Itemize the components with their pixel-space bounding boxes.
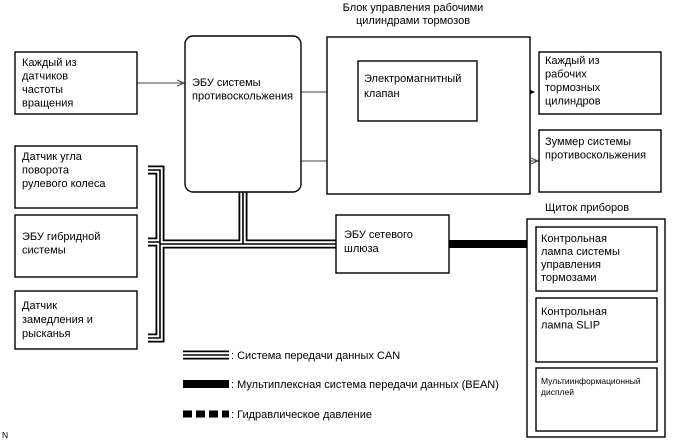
brake-warning-label-line: управления	[541, 259, 601, 271]
yaw-sensor-box	[14, 290, 138, 350]
brake-cylinders-label-line: рабочих	[545, 69, 587, 81]
speed-sensors-label-line: частоты	[22, 84, 63, 96]
gateway-ecu-box	[335, 214, 450, 274]
multi-display-label-line: Мультиинформационный	[541, 376, 641, 386]
buzzer-box	[538, 129, 662, 193]
legend-hydraulic-label: : Гидравлическое давление	[231, 409, 372, 421]
slip-lamp-label-line: Контрольная	[541, 306, 607, 318]
meter-title: Щиток приборов	[545, 202, 629, 214]
hybrid-ecu-label: ЭБУ гибридной системы	[22, 231, 100, 257]
speed-sensors-label-line: датчиков	[22, 71, 68, 83]
multi-display-box	[535, 367, 658, 432]
brake-warning-box	[535, 226, 658, 292]
speed-sensors-label-line: Каждый из	[22, 57, 77, 69]
steering-sensor-label-line: поворота	[22, 165, 70, 177]
yaw-sensor-label: Датчик замедления и рысканья	[22, 300, 93, 340]
brake-cylinders-label-line: Каждый из	[545, 55, 600, 67]
legend-bean-label: : Мультиплексная система передачи данных…	[231, 379, 499, 391]
brake-warning-label-line: Контрольная	[541, 233, 607, 245]
buzzer-label-line: противоскольжения	[545, 150, 646, 162]
abs-ecu-label-line: ЭБУ системы	[192, 77, 261, 89]
abs-ecu-label: ЭБУ системы противоскольжения	[192, 77, 293, 103]
gateway-ecu-label-line: ЭБУ сетевого	[344, 229, 413, 241]
yaw-sensor-label-line: рысканья	[22, 328, 71, 340]
gateway-ecu-label-line: шлюза	[344, 243, 380, 255]
actuator-title-line: Блок управления рабочими	[343, 2, 484, 14]
hybrid-ecu-box	[14, 214, 138, 278]
speed-sensors-label-line: вращения	[22, 98, 73, 110]
actuator-title-line: цилиндрами тормозов	[356, 15, 470, 27]
slip-lamp-box	[535, 297, 658, 363]
legend: : Система передачи данных CAN : Мультипл…	[183, 350, 499, 421]
hybrid-ecu-label-line: ЭБУ гибридной	[22, 231, 100, 243]
solenoid-valve-label-line: клапан	[364, 88, 400, 100]
brake-cylinders-label-line: тормозных	[545, 82, 601, 94]
steering-sensor-label-line: Датчик угла	[22, 151, 83, 163]
solenoid-valve-label-line: Электромагнитный	[364, 73, 461, 85]
yaw-sensor-label-line: замедления и	[22, 314, 93, 326]
steering-sensor-label-line: рулевого колеса	[22, 178, 106, 190]
slip-lamp-label: Контрольная лампа SLIP	[541, 306, 607, 332]
buzzer-label-line: Зуммер системы	[545, 136, 631, 148]
speed-sensors-box	[14, 51, 138, 115]
abs-ecu-box	[184, 35, 302, 193]
abs-ecu-label-line: противоскольжения	[192, 91, 293, 103]
hybrid-ecu-label-line: системы	[22, 245, 66, 257]
brake-warning-label-line: тормозами	[541, 272, 597, 284]
brake-cylinders-label-line: цилиндров	[545, 96, 601, 108]
buzzer-label: Зуммер системы противоскольжения	[545, 136, 646, 162]
steering-sensor-box	[14, 145, 138, 209]
yaw-sensor-label-line: Датчик	[22, 300, 57, 312]
brake-cylinders-box	[538, 51, 662, 115]
slip-lamp-label-line: лампа SLIP	[541, 320, 600, 332]
corner-mark: N	[2, 430, 8, 440]
brake-warning-label-line: лампа системы	[541, 246, 620, 258]
legend-can-label: : Система передачи данных CAN	[231, 350, 400, 362]
solenoid-valve-label: Электромагнитный клапан	[364, 73, 461, 100]
solenoid-valve-box	[357, 60, 478, 122]
gateway-ecu-label: ЭБУ сетевого шлюза	[344, 229, 413, 255]
multi-display-label-line: дисплей	[541, 387, 574, 397]
can-bus	[148, 165, 343, 343]
